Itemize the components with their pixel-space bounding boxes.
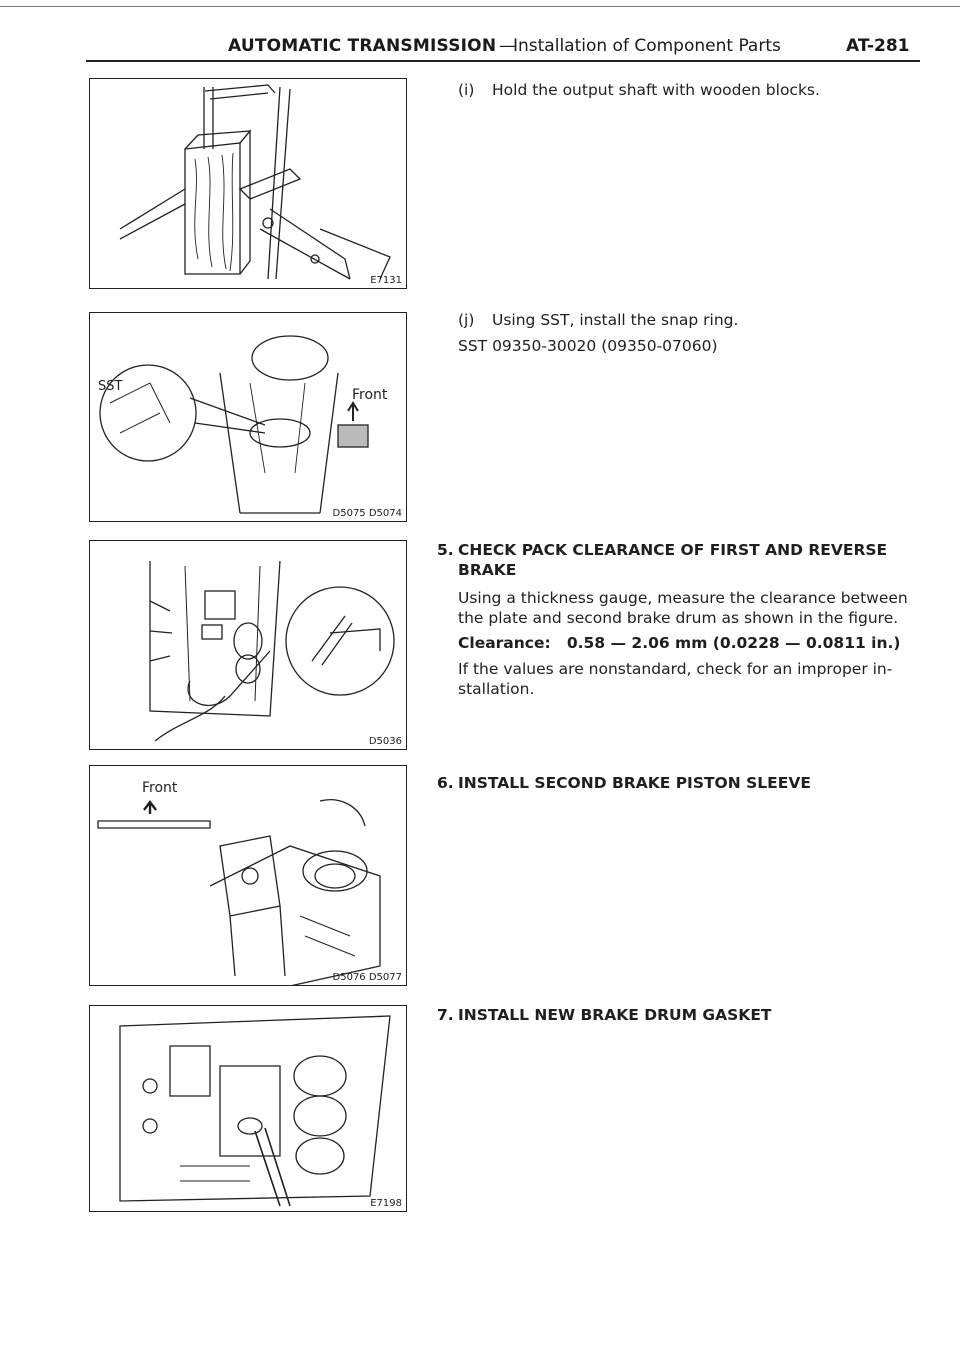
step-i-text: Hold the output shaft with wooden blocks… <box>492 81 820 99</box>
step-5-note-line2: stallation. <box>458 680 535 698</box>
figure-drum-gasket: E7198 <box>89 1005 407 1212</box>
figure-clearance-check: D5036 <box>89 540 407 750</box>
page-header: AUTOMATIC TRANSMISSION — Installation of… <box>0 0 960 64</box>
figure-code: E7198 <box>370 1198 402 1209</box>
section-subtitle: Installation of Component Parts <box>513 36 781 56</box>
figure-snap-ring: SST Front D5075 D5074 <box>89 312 407 522</box>
figure-code: E7131 <box>370 275 402 286</box>
step-5-number: 5. <box>437 541 454 559</box>
step-j-text: Using SST, install the snap ring. <box>492 311 739 329</box>
figure-code: D5036 <box>368 736 402 747</box>
step-j-sst: SST 09350-30020 (09350-07060) <box>458 337 718 355</box>
header-rule <box>86 60 920 62</box>
step-j-label: (j) <box>458 311 475 329</box>
step-5-title-line2: BRAKE <box>458 561 517 579</box>
step-5-body-line1: Using a thickness gauge, measure the cle… <box>458 589 908 607</box>
clearance-check-illustration <box>149 560 395 742</box>
step-5-note-line1: If the values are nonstandard, check for… <box>458 660 893 678</box>
front-label: Front <box>352 387 388 403</box>
step-5-title-line1: CHECK PACK CLEARANCE OF FIRST AND REVERS… <box>458 541 888 559</box>
wooden-block-illustration <box>119 84 391 280</box>
page-number: AT-281 <box>846 36 910 56</box>
drum-gasket-illustration <box>119 1015 391 1207</box>
step-7-number: 7. <box>437 1006 454 1024</box>
figure-code: D5075 D5074 <box>332 508 402 519</box>
front-label: Front <box>142 780 178 796</box>
snap-ring-illustration <box>99 335 369 514</box>
sst-label: SST <box>98 379 123 394</box>
step-6-title: INSTALL SECOND BRAKE PISTON SLEEVE <box>458 774 811 792</box>
piston-sleeve-illustration <box>97 799 381 985</box>
step-i-label: (i) <box>458 81 475 99</box>
section-title: AUTOMATIC TRANSMISSION <box>228 36 497 56</box>
figure-wooden-blocks: E7131 <box>89 78 407 289</box>
figure-code: D5076 D5077 <box>332 972 402 983</box>
title-separator: — <box>499 36 516 56</box>
step-6-number: 6. <box>437 774 454 792</box>
step-5-body-line2: the plate and second brake drum as shown… <box>458 609 899 627</box>
step-7-title: INSTALL NEW BRAKE DRUM GASKET <box>458 1006 772 1024</box>
top-edge-rule <box>0 6 960 7</box>
figure-piston-sleeve: Front D5076 D5077 <box>89 765 407 986</box>
step-5-clearance-spec: Clearance: 0.58 — 2.06 mm (0.0228 — 0.08… <box>458 634 901 652</box>
